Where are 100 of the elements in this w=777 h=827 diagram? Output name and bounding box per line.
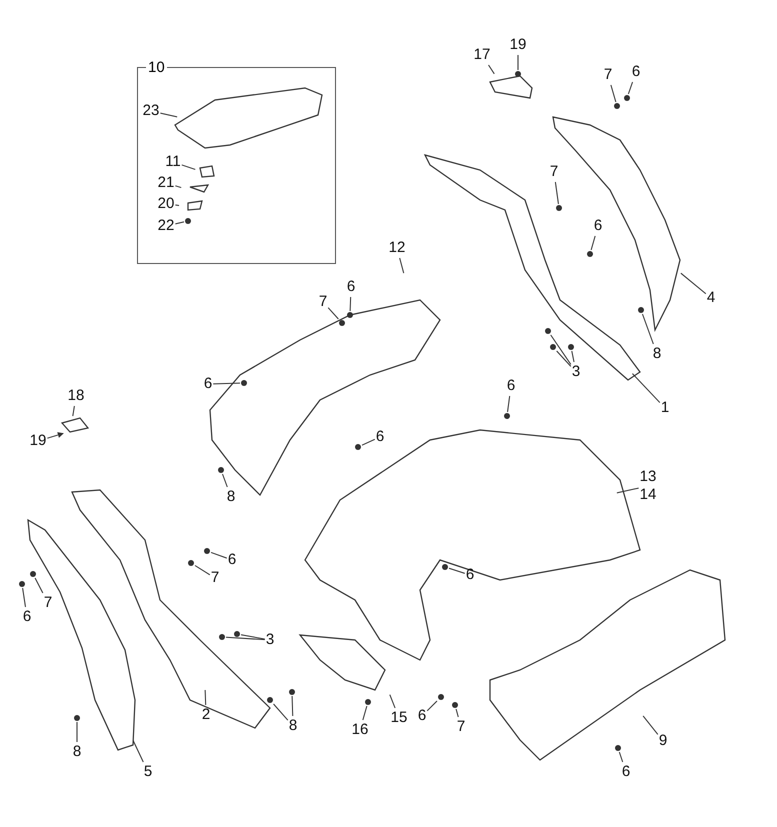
leader-line — [610, 84, 616, 102]
leader-line — [456, 708, 459, 718]
leader-line — [362, 706, 368, 720]
leader-line — [204, 690, 206, 706]
callout-number: 8 — [72, 743, 82, 761]
leader-line — [240, 634, 266, 640]
leader-line — [72, 406, 75, 417]
callout-number: 1 — [660, 399, 670, 417]
leader-line — [618, 752, 624, 762]
screw-icon — [19, 581, 25, 587]
screw-icon — [638, 307, 644, 313]
callout-number: 19 — [510, 36, 526, 54]
callout-number: 3 — [572, 363, 580, 381]
leader-line — [292, 696, 294, 716]
callout-number: 8 — [226, 488, 236, 506]
leader-line — [174, 204, 180, 206]
leader-line — [362, 438, 376, 446]
callout-number: 8 — [288, 717, 298, 735]
leader-line — [132, 740, 144, 762]
callout-number: 7 — [210, 569, 220, 587]
screw-icon — [614, 103, 620, 109]
callout-number: 6 — [22, 608, 32, 626]
screw-icon — [267, 697, 273, 703]
callout-number: 23 — [142, 102, 160, 120]
callout-number: 17 — [474, 46, 490, 64]
screw-icon — [204, 548, 210, 554]
callout-number: 11 — [165, 153, 181, 171]
leader-line — [174, 185, 182, 188]
callout-number: 21 — [158, 174, 174, 192]
callout-number: 18 — [68, 387, 84, 405]
screw-icon — [347, 312, 353, 318]
callout-number: 6 — [622, 763, 630, 781]
leader-line — [46, 432, 64, 439]
callout-number: 16 — [352, 721, 368, 739]
leader-line — [616, 488, 640, 494]
leader-line — [76, 722, 78, 742]
leader-line — [328, 307, 339, 320]
leader-line — [590, 236, 596, 250]
leader-line — [680, 272, 706, 294]
leader-line — [488, 64, 495, 74]
leader-line — [160, 112, 178, 118]
leader-line — [389, 694, 396, 708]
screw-icon — [442, 564, 448, 570]
screw-icon — [515, 71, 521, 77]
callout-number: 2 — [202, 706, 210, 724]
leader-line — [34, 578, 44, 594]
screw-icon — [219, 634, 225, 640]
callout-number: 6 — [346, 278, 356, 296]
screw-icon — [234, 631, 240, 637]
screw-icon — [185, 218, 191, 224]
screw-icon — [504, 413, 510, 419]
leader-line — [350, 296, 352, 312]
leader-line — [273, 704, 288, 721]
leader-line — [550, 334, 572, 365]
leader-line — [642, 314, 654, 344]
callout-number: 4 — [706, 289, 716, 307]
callout-number: 7 — [318, 293, 328, 311]
leader-line — [632, 373, 660, 404]
screw-icon — [556, 205, 562, 211]
callout-number: 6 — [506, 377, 516, 395]
screw-icon — [452, 702, 458, 708]
callout-number: 7 — [604, 66, 612, 84]
leader-line — [181, 164, 196, 170]
screw-icon — [587, 251, 593, 257]
leader-line — [571, 350, 574, 362]
screw-icon — [218, 467, 224, 473]
screw-icon — [568, 344, 574, 350]
leader-line — [426, 700, 438, 712]
callout-number: 15 — [390, 709, 408, 727]
screw-icon — [438, 694, 444, 700]
callout-number: 14 — [640, 486, 656, 504]
callout-number: 6 — [228, 551, 236, 569]
callout-number: 6 — [466, 566, 474, 584]
screw-icon — [74, 715, 80, 721]
leader-line — [174, 221, 184, 224]
leader-line — [448, 568, 466, 574]
callout-number: 6 — [376, 428, 384, 446]
callout-number: 5 — [144, 763, 152, 781]
callout-number: 6 — [594, 217, 602, 235]
leader-line — [222, 474, 228, 488]
screw-icon — [624, 95, 630, 101]
callout-number: 6 — [632, 63, 640, 81]
screw-icon — [615, 745, 621, 751]
callout-number: 13 — [640, 468, 656, 486]
screw-icon — [188, 560, 194, 566]
callout-number: 7 — [550, 163, 558, 181]
callout-number: 7 — [456, 718, 466, 736]
leader-line — [212, 382, 240, 384]
leader-line — [399, 258, 404, 274]
leader-line — [226, 636, 266, 640]
callout-number: 8 — [652, 345, 662, 363]
screw-icon — [365, 699, 371, 705]
leader-line — [642, 715, 658, 735]
screw-icon — [355, 444, 361, 450]
callout-number: 3 — [266, 631, 274, 649]
callout-number: 22 — [158, 217, 174, 235]
leader-line — [507, 396, 510, 412]
leader-line — [554, 182, 559, 204]
callout-number: 6 — [418, 707, 426, 725]
leader-line — [22, 588, 26, 608]
